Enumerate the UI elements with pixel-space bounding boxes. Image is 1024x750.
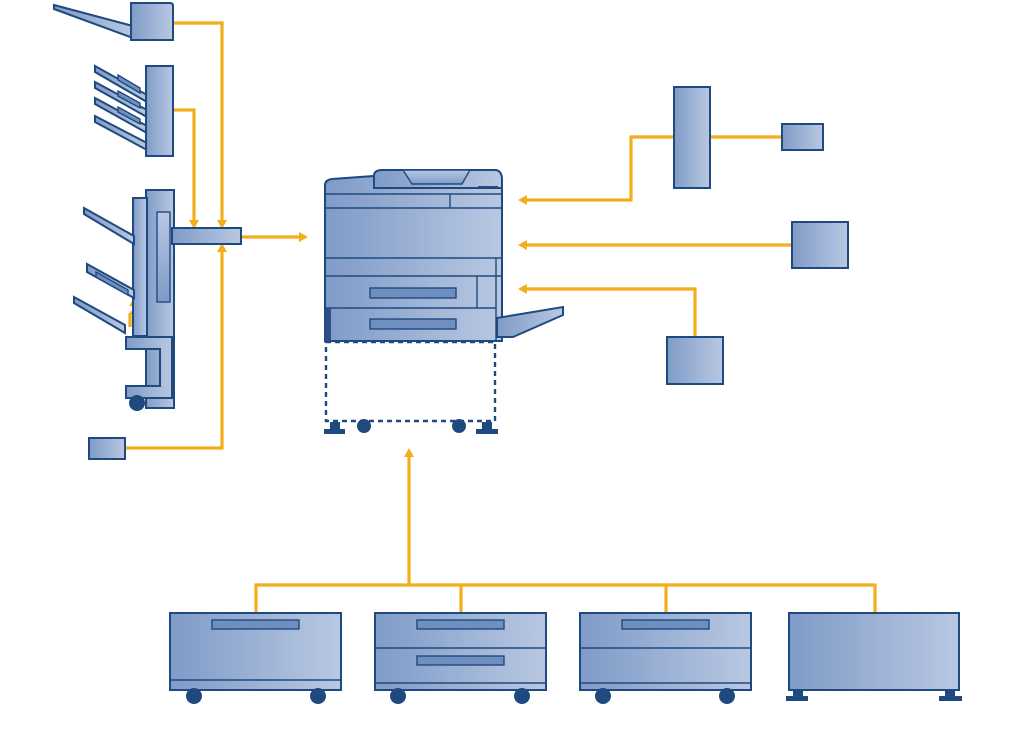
- connector-feeders-bus: [254, 583, 877, 613]
- arrow-into-printer-right-3: [518, 284, 527, 294]
- module-icon: [666, 336, 724, 385]
- module-icon: [781, 123, 824, 151]
- arrow-into-printer-right-1: [518, 195, 527, 205]
- arrow-into-printer-left: [299, 232, 308, 242]
- finisher-icon: [73, 189, 242, 411]
- multi-bin-icon: [94, 64, 174, 157]
- connector-tall-unit: [526, 135, 674, 202]
- printer-icon: [324, 169, 564, 342]
- connector-lines: [126, 21, 877, 613]
- module-icon: [791, 221, 849, 269]
- paper-feeder-icon: [579, 612, 752, 704]
- connector-square-lower-right: [526, 287, 697, 337]
- optional-base-outline: [324, 340, 498, 434]
- connector-top-tray: [173, 21, 224, 222]
- arrow-into-printer-right-2: [518, 240, 527, 250]
- paper-feeder-icon: [169, 612, 342, 704]
- cabinet-icon: [786, 612, 962, 701]
- connector-bottom-left-module: [126, 249, 224, 450]
- arrow-into-printer-bottom: [404, 448, 414, 457]
- tall-unit-icon: [673, 86, 711, 189]
- paper-feeder-icon: [374, 612, 547, 704]
- module-icon: [88, 437, 126, 460]
- arrow-mailbox-down: [189, 220, 199, 229]
- arrow-bottom-module-up: [217, 243, 227, 252]
- arrow-top-tray-down: [217, 220, 227, 229]
- output-tray-icon: [53, 1, 174, 41]
- connector-mailbox: [173, 108, 196, 222]
